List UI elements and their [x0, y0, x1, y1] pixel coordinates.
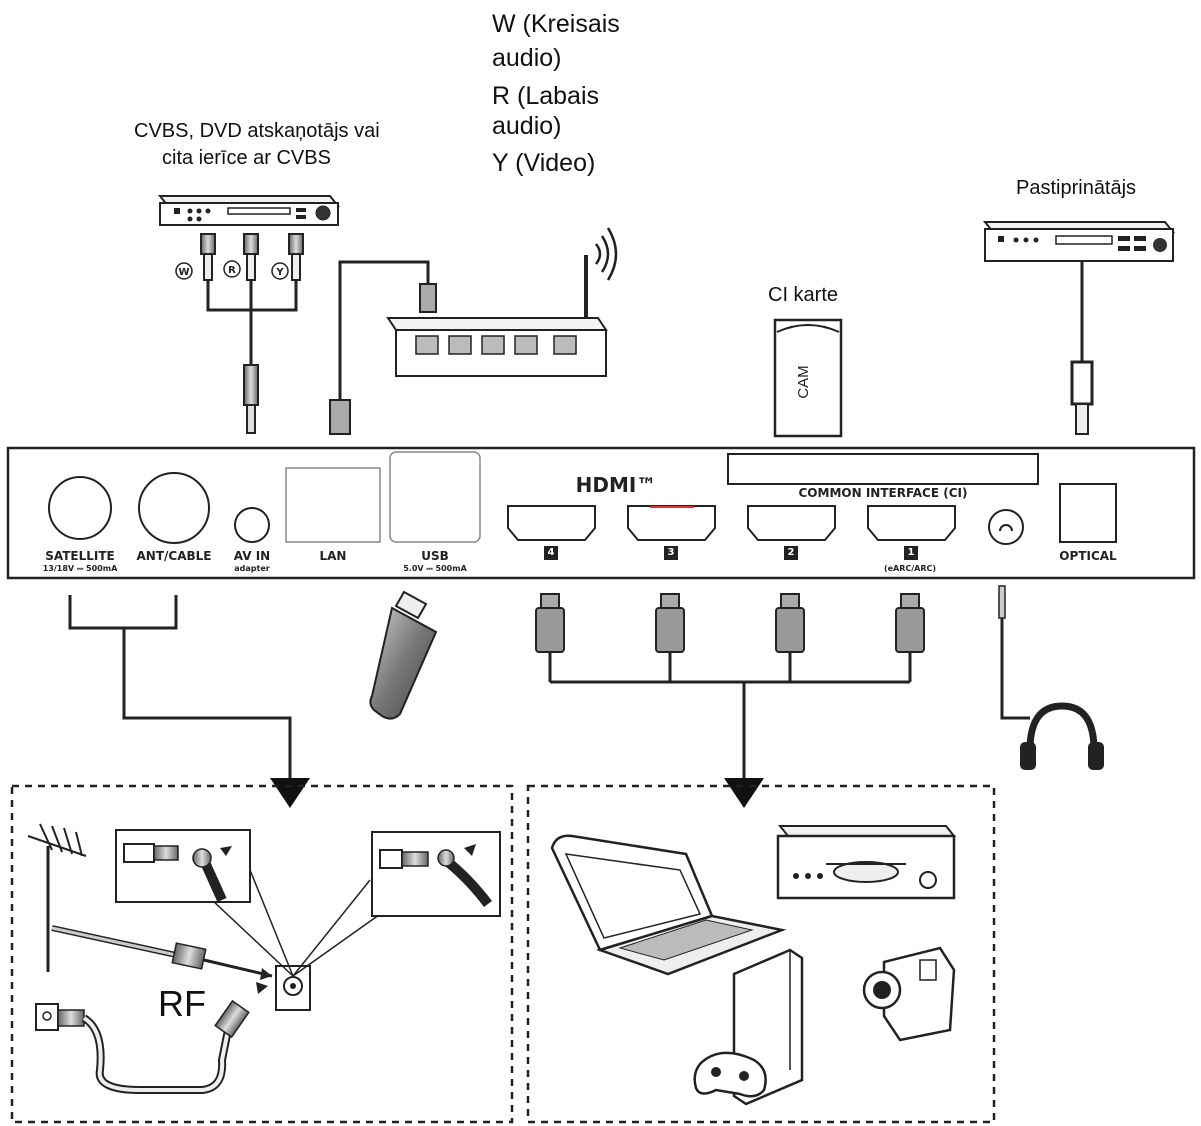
usb-stick-icon [369, 590, 438, 720]
optical-port [1059, 483, 1117, 543]
headphones-icon [998, 585, 1104, 770]
r-audio-label-line1: R (Labais [492, 82, 599, 110]
r-audio-label-line2: audio) [492, 112, 562, 140]
y-video-label: Y (Video) [492, 149, 596, 177]
satellite-port [48, 476, 112, 540]
ci-card-label: CI karte [768, 284, 839, 306]
usb-label: USB [421, 549, 449, 563]
cam-text: CAM [795, 365, 812, 398]
callout-left [115, 829, 251, 903]
wall-socket-icon [275, 965, 311, 1011]
satellite-sub-label: 13/18V ⎓ 500mA [42, 564, 118, 573]
lan-label: LAN [319, 549, 347, 563]
hdmi3-port [627, 505, 716, 541]
common-interface-label: COMMON INTERFACE (CI) [798, 486, 968, 500]
usb-port [389, 451, 481, 543]
ant-cable-label: ANT/CABLE [136, 549, 212, 563]
rca-y-marker: Y [271, 262, 289, 280]
av-in-port [234, 507, 270, 543]
hdmi4-number: 4 [544, 546, 558, 560]
amplifier-label: Pastiprinātājs [1016, 177, 1137, 199]
headphone-port [988, 509, 1024, 545]
router-icon [386, 227, 618, 377]
hdmi-devices-box [526, 784, 996, 1124]
hdmi2-port [747, 505, 836, 541]
antenna-icon [27, 823, 87, 972]
hdmi-cables [535, 593, 925, 778]
satellite-label: SATELLITE [45, 549, 115, 563]
hdmi1-number: 1 [904, 546, 918, 560]
lan-cable [329, 260, 437, 435]
w-audio-label-line2: audio) [492, 44, 562, 72]
usb-sub-label: 5.0V ⎓ 500mA [403, 564, 467, 573]
laptop-icon [550, 834, 787, 976]
camcorder-icon [862, 946, 956, 1042]
arrow-down-right [724, 778, 764, 808]
ant-cable-port [138, 472, 210, 544]
coax-cables [35, 925, 273, 1094]
rca-cable [200, 233, 304, 434]
ci-slot [727, 453, 1039, 485]
antenna-box [10, 784, 514, 1124]
dvd-player-icon [157, 195, 341, 226]
rca-w-marker: W [175, 262, 193, 280]
w-audio-label-line1: W (Kreisais [492, 10, 620, 38]
av-in-label: AV IN [233, 549, 271, 563]
rf-label: RF [158, 983, 206, 1024]
hdmi1-sub-label: (eARC/ARC) [883, 564, 937, 573]
cvbs-label-line2: cita ierīce ar CVBS [162, 147, 331, 169]
hdmi1-port [867, 505, 956, 541]
amplifier-icon [982, 221, 1176, 262]
hdmi3-number: 3 [664, 546, 678, 560]
headphone-port-icon [999, 524, 1013, 532]
lan-port [285, 467, 381, 543]
rca-w-letter: W [178, 267, 189, 278]
rca-r-letter: R [228, 265, 236, 276]
rca-r-marker: R [223, 260, 241, 278]
hdmi2-number: 2 [784, 546, 798, 560]
antenna-connection-lines [68, 595, 292, 778]
game-console-icon [693, 948, 804, 1106]
callout-right [371, 831, 501, 917]
rca-y-letter: Y [275, 267, 284, 278]
optical-cable [1070, 261, 1094, 435]
optical-label: OPTICAL [1059, 549, 1117, 563]
hdmi4-port [507, 505, 596, 541]
av-in-sub-label: adapter [234, 564, 270, 573]
arrow-down-left [270, 778, 310, 808]
hdmi-logo: HDMI™ [576, 473, 657, 497]
tv-back-panel: HDMI™ [6, 446, 1196, 580]
dvd-player-icon-2 [776, 825, 957, 900]
cvbs-label-line1: CVBS, DVD atskaņotājs vai [134, 120, 380, 142]
cam-card-icon: CAM [773, 318, 843, 438]
